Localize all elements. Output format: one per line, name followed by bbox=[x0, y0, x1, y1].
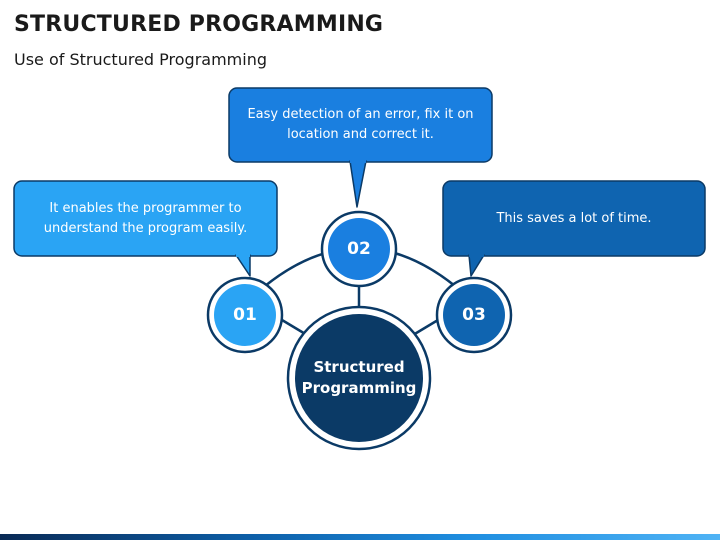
circle-03-label: 03 bbox=[462, 305, 486, 325]
callout-02-text: Easy detection of an error, fix it on lo… bbox=[247, 107, 474, 142]
slide-subtitle: Use of Structured Programming bbox=[14, 50, 267, 69]
callout-01 bbox=[13, 180, 278, 277]
circle-01-label: 01 bbox=[233, 305, 257, 325]
slide-title: STRUCTURED PROGRAMMING bbox=[14, 12, 384, 37]
center-label: Structured Programming bbox=[301, 358, 417, 397]
bottom-accent-bar bbox=[0, 534, 720, 540]
circle-02-label: 02 bbox=[347, 239, 371, 259]
callout-02 bbox=[228, 87, 493, 208]
circle-01 bbox=[206, 276, 284, 354]
circle-02 bbox=[320, 210, 398, 288]
callout-03 bbox=[442, 180, 706, 277]
callout-03-text: This saves a lot of time. bbox=[496, 210, 652, 226]
callout-01-text: It enables the programmer to understand … bbox=[43, 200, 248, 236]
center-circle bbox=[286, 305, 432, 451]
circle-03 bbox=[435, 276, 513, 354]
